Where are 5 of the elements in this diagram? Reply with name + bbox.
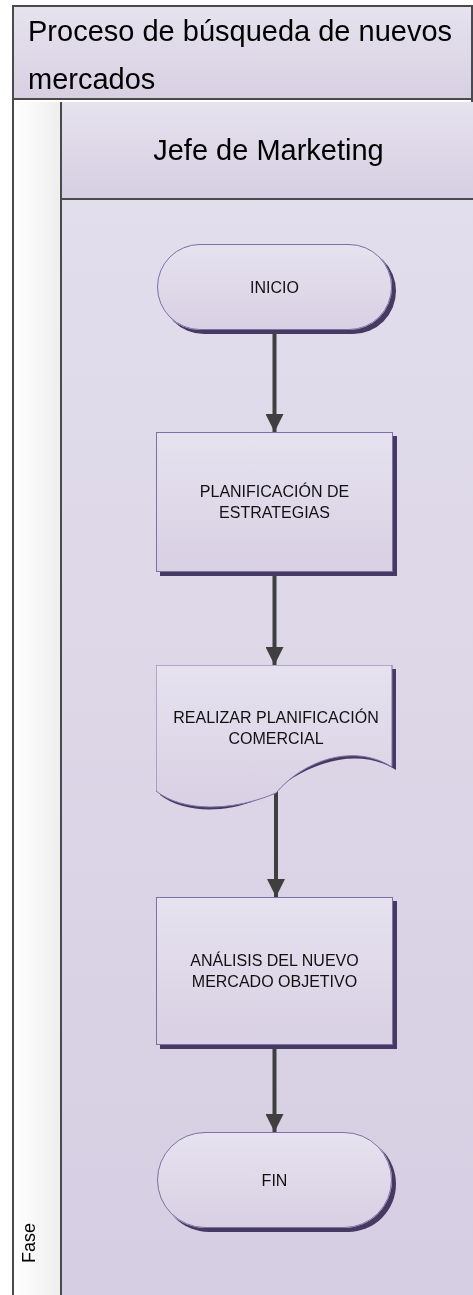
pool-title: Proceso de búsqueda de nuevos mercados [14,7,471,100]
swimlane-lane [62,102,473,1295]
swimlane-pool [12,5,473,1295]
phase-label: Fase [19,1222,40,1263]
phase-strip [14,102,62,1295]
